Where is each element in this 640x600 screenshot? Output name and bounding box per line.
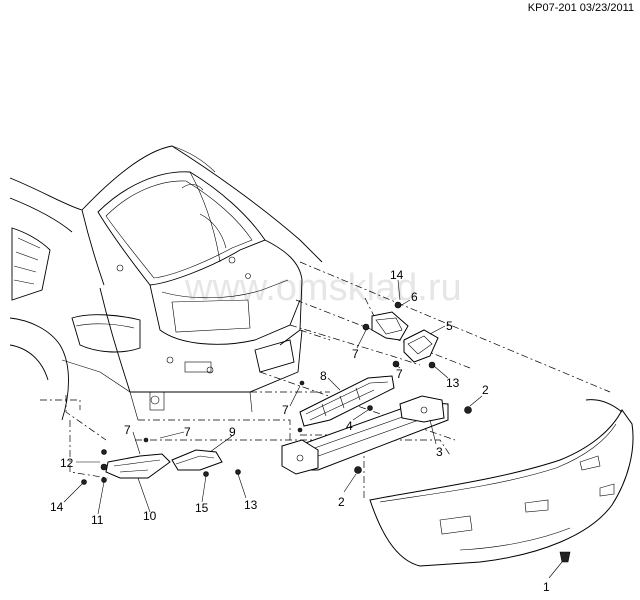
- callout-13a: 13: [446, 376, 460, 390]
- callout-2a: 2: [482, 383, 489, 397]
- callout-1: 1: [543, 580, 550, 594]
- part-9-bracket: [171, 449, 241, 477]
- callout-9: 9: [229, 425, 236, 439]
- callout-7c: 7: [282, 403, 289, 417]
- callout-6: 6: [411, 290, 418, 304]
- part-8-energy-absorber: [299, 375, 395, 427]
- callout-7d: 7: [124, 423, 131, 437]
- callout-8: 8: [320, 369, 327, 383]
- callout-4: 4: [346, 419, 353, 433]
- callout-5: 5: [446, 319, 453, 333]
- part-3-bumper-beam: [281, 395, 472, 475]
- vehicle-body-rear: [9, 145, 323, 421]
- part-6-bracket: [362, 301, 409, 341]
- callout-15: 15: [195, 501, 209, 515]
- callout-11: 11: [91, 513, 104, 527]
- callout-14b: 14: [50, 500, 64, 514]
- callout-14a: 14: [390, 268, 404, 282]
- part-1-rear-bumper-fascia: [369, 399, 634, 567]
- callout-7e: 7: [184, 425, 191, 439]
- leader-lines: [63, 279, 563, 579]
- fasteners: [101, 380, 305, 455]
- part-5-bracket: [392, 329, 439, 369]
- callout-3: 3: [436, 445, 443, 459]
- part-10-bracket: [81, 453, 171, 485]
- callout-10: 10: [143, 509, 157, 523]
- callout-7b: 7: [396, 367, 403, 381]
- callout-7a: 7: [352, 347, 359, 361]
- callout-12: 12: [60, 456, 74, 470]
- callout-13b: 13: [244, 498, 258, 512]
- drawing-reference-code: KP07-201 03/23/2011: [527, 2, 634, 14]
- callout-labels: 1 2 2 3 4 5 6 7 7 7 7 7 8 9 10 11 12 13 …: [50, 268, 550, 594]
- watermark: www.omsklad.ru: [184, 267, 462, 309]
- callout-2b: 2: [338, 495, 345, 509]
